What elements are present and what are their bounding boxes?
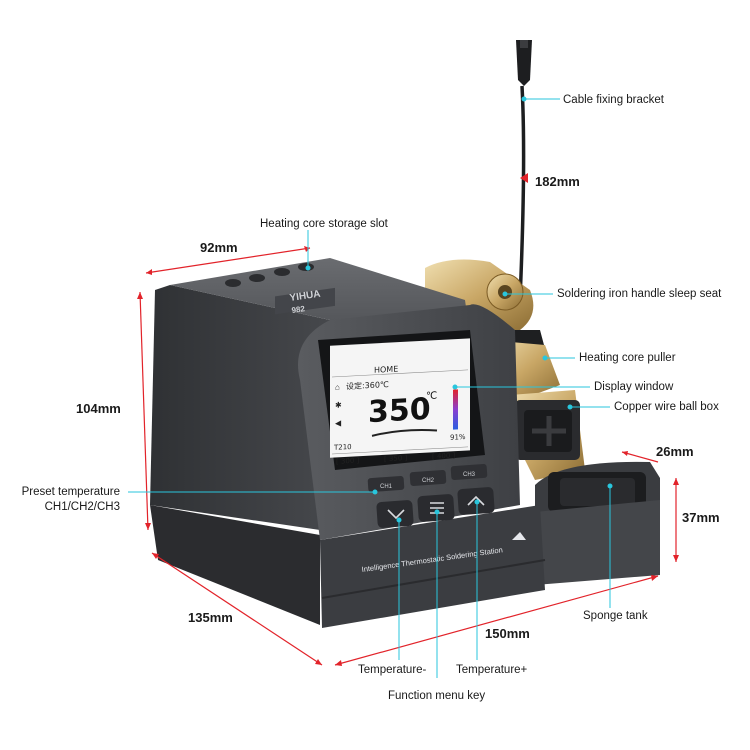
dim-top-width: 92mm [200,240,238,255]
setpoint: 设定:360℃ [346,379,389,391]
brand-logo: YIHUA [289,289,321,304]
label-function-key: Function menu key [388,690,486,702]
ch3-label: CH3 [463,472,476,478]
label-temp-minus: Temperature- [358,664,427,676]
ch3-button[interactable]: CH3 [450,463,488,481]
label-temp-plus: Temperature+ [456,664,528,676]
label-sponge-tank: Sponge tank [583,610,648,622]
leader-lines [128,96,613,678]
label-display-window: Display window [594,381,674,393]
preset-value-1: [ 300 ] [336,457,360,466]
dim-depth: 135mm [188,610,233,625]
sponge-tank [535,461,660,585]
model-logo: 982 [291,304,306,315]
gear-icon: ✱ [335,400,342,409]
dimension-lines [137,173,679,666]
speaker-icon: ◀ [335,418,342,427]
label-sleep-seat: Soldering iron handle sleep seat [557,288,722,300]
dim-tank-height: 37mm [682,510,720,525]
front-logo-icon [512,532,526,540]
ch2-label: CH2 [422,478,435,484]
label-preset-temp-1: Preset temperature [21,486,120,498]
dim-bracket-height: 182mm [535,174,580,189]
home-icon: ⌂ [335,383,340,392]
label-core-puller: Heating core puller [579,352,676,364]
dim-width: 150mm [485,626,530,641]
screen-content: HOME ⌂ 设定:360℃ ✱ ◀ 350 ℃ 91% T210 [ 300 … [332,365,468,466]
copper-box [515,400,580,460]
ch1-button[interactable]: CH1 [367,475,405,493]
cable-bracket [516,40,532,301]
preset-value-2: [ 350 ] [384,454,408,463]
power-bar [453,389,458,430]
dim-tank-depth: 26mm [656,444,694,459]
temperature-unit: ℃ [426,390,437,402]
display-window [318,330,485,470]
chevron-down-icon [387,509,405,520]
label-heating-core-slot: Heating core storage slot [260,218,388,230]
screen-title: HOME [374,365,398,375]
power-percent: 91% [450,433,466,442]
ch2-button[interactable]: CH2 [409,469,447,487]
tip-model: T210 [333,443,352,452]
ch1-label: CH1 [380,484,393,490]
dim-height: 104mm [76,401,121,416]
function-menu-button[interactable] [417,494,455,522]
label-cable-bracket: Cable fixing bracket [563,94,664,106]
chevron-up-icon [467,495,485,506]
label-copper-box: Copper wire ball box [614,401,719,413]
temp-minus-button[interactable] [376,500,414,528]
preset-value-3: [ 400 ] [432,452,456,461]
label-preset-temp-2: CH1/CH2/CH3 [44,501,120,513]
temperature-value: 350 [368,392,431,430]
